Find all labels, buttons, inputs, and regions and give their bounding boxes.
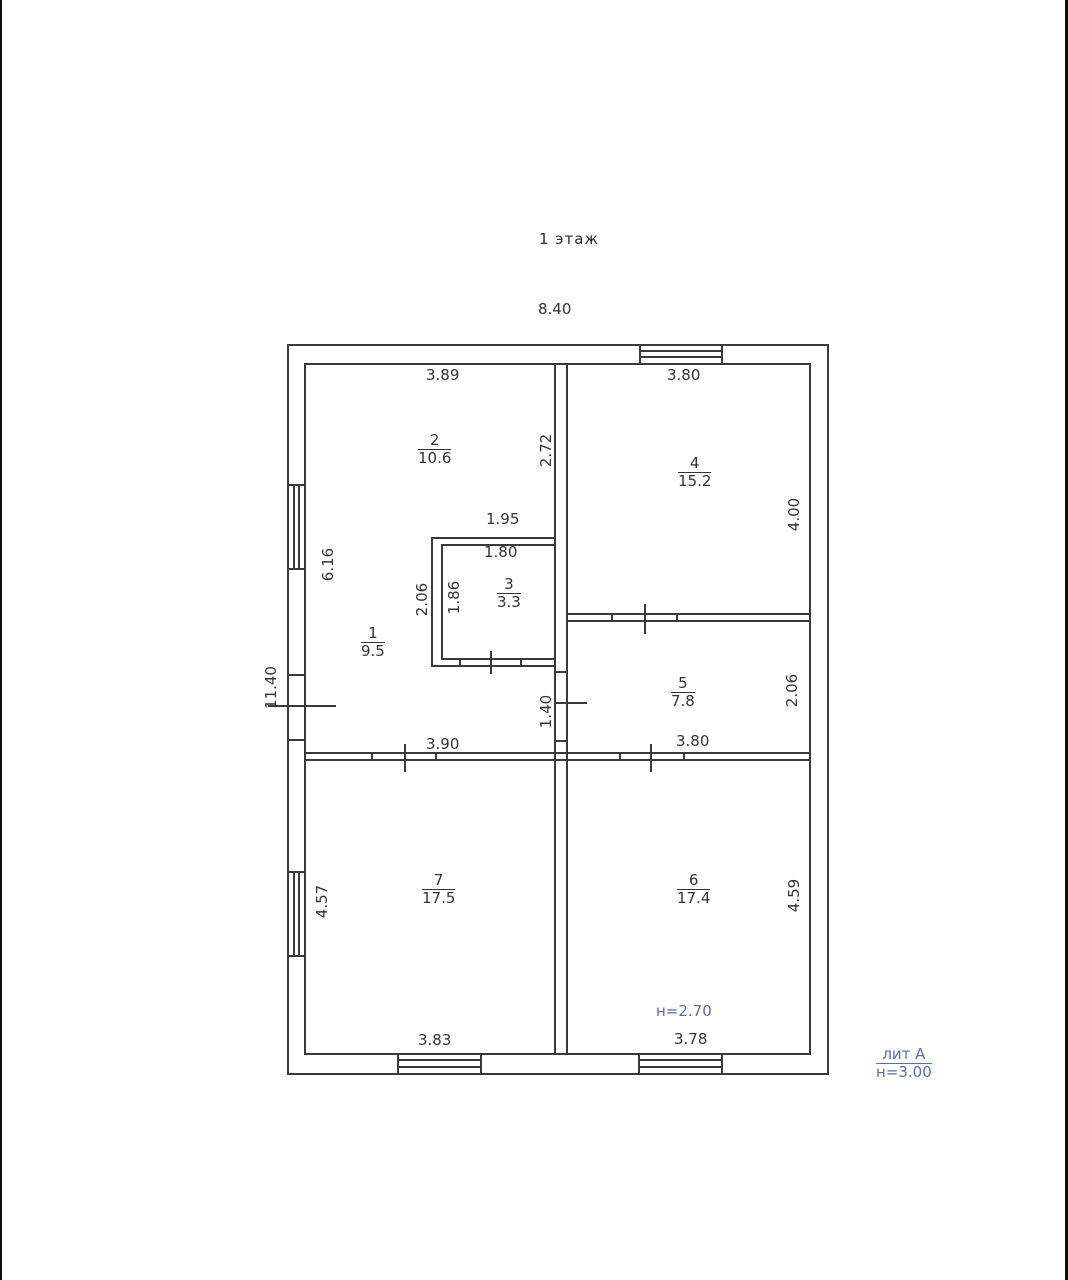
dimension-label: 4.57 — [313, 884, 332, 919]
room-number: 7 — [422, 871, 456, 891]
floor-title: 1 этаж — [539, 230, 599, 248]
image-border-left — [0, 0, 2, 1280]
room-height-label: н=2.70 — [656, 1002, 712, 1020]
dimension-label: 1.95 — [486, 510, 520, 528]
room-number: 6 — [677, 871, 711, 891]
dimension-label: 4.59 — [785, 878, 804, 913]
room-3-label: 3 3.3 — [497, 575, 521, 612]
dimension-label: 4.00 — [785, 497, 804, 532]
dimension-label: 6.16 — [319, 547, 338, 582]
room-2-label: 2 10.6 — [418, 431, 452, 468]
room-area: 7.8 — [671, 692, 695, 711]
outer-wall — [287, 344, 829, 1075]
dimension-label: 1.86 — [445, 580, 464, 615]
dimension-label: 3.83 — [418, 1031, 452, 1049]
room-number: 1 — [361, 624, 385, 644]
dimension-label: 3.89 — [426, 366, 460, 384]
room-area: 9.5 — [361, 642, 385, 661]
inner-wall — [304, 363, 811, 1055]
room-area: 15.2 — [678, 472, 712, 491]
room-area: 17.4 — [677, 889, 711, 908]
dimension-label: 2.06 — [783, 673, 802, 708]
window-left-upper — [287, 484, 306, 570]
room-area: 3.3 — [497, 593, 521, 612]
building-litera: лит А н=3.00 — [876, 1045, 932, 1082]
window-left-lower — [287, 871, 306, 957]
dimension-label: 1.80 — [484, 543, 518, 561]
room-1-label: 1 9.5 — [361, 624, 385, 661]
room-number: 5 — [671, 674, 695, 694]
room-6-label: 6 17.4 — [677, 871, 711, 908]
window-top-right — [639, 344, 723, 365]
dimension-label: 3.80 — [667, 366, 701, 384]
dimension-label: 2.06 — [413, 582, 432, 617]
building-height-label: н=3.00 — [876, 1063, 932, 1082]
dimension-label: 3.90 — [426, 735, 460, 753]
dimension-label: 1.40 — [537, 694, 556, 729]
dimension-label: 2.72 — [537, 433, 556, 468]
room-4-label: 4 15.2 — [678, 454, 712, 491]
litera-label: лит А — [876, 1045, 932, 1065]
overall-length-label: 11.40 — [261, 666, 280, 709]
room-number: 2 — [418, 431, 452, 451]
room-7-label: 7 17.5 — [422, 871, 456, 908]
overall-width-label: 8.40 — [538, 300, 572, 318]
window-bottom-right — [638, 1053, 723, 1075]
room-5-label: 5 7.8 — [671, 674, 695, 711]
room-number: 3 — [497, 575, 521, 595]
room-area: 17.5 — [422, 889, 456, 908]
dimension-label: 3.80 — [676, 732, 710, 750]
room-number: 4 — [678, 454, 712, 474]
window-bottom-left — [397, 1053, 482, 1075]
dimension-label: 3.78 — [674, 1030, 708, 1048]
room-area: 10.6 — [418, 449, 452, 468]
image-border-right — [1065, 0, 1068, 1280]
